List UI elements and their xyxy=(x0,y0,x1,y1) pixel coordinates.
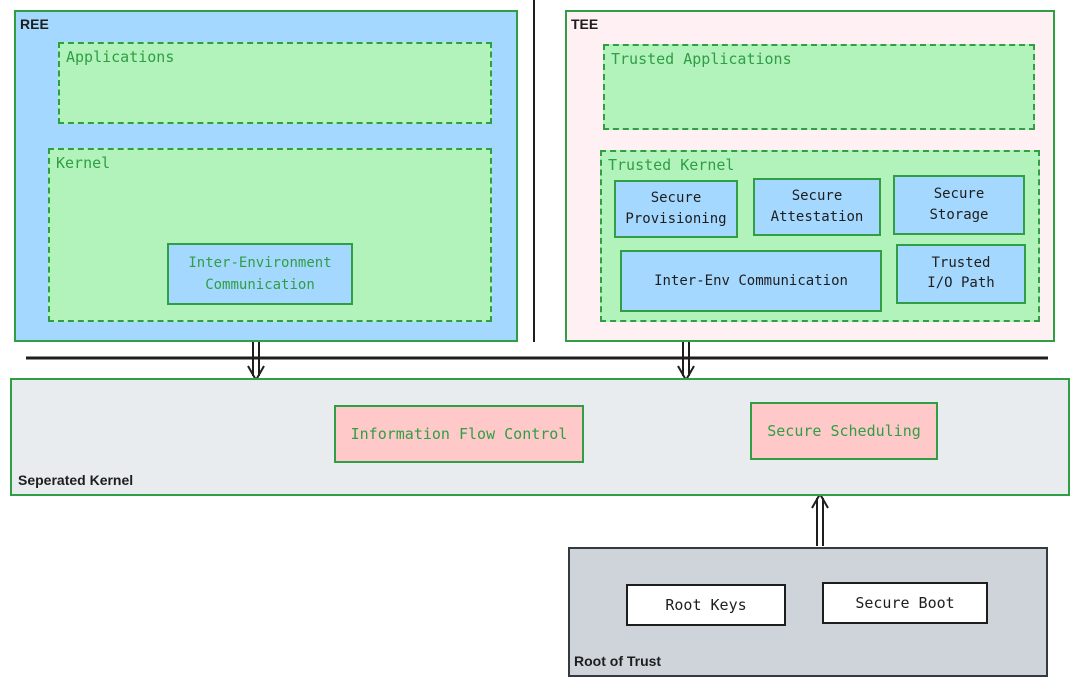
tee-title: TEE xyxy=(571,16,599,32)
secure-boot-box: Secure Boot xyxy=(822,582,988,624)
root-of-trust-title: Root of Trust xyxy=(574,653,662,669)
trusted-io-path-box: Trusted I/O Path xyxy=(896,244,1026,304)
tee-trusted-apps-box: Trusted Applications xyxy=(603,44,1035,130)
root-arrow xyxy=(811,491,829,546)
ree-applications-label: Applications xyxy=(66,48,175,66)
root-keys-box: Root Keys xyxy=(626,584,786,626)
secure-scheduling-box: Secure Scheduling xyxy=(750,402,938,460)
information-flow-control-box: Information Flow Control xyxy=(334,405,584,463)
ree-kernel-label: Kernel xyxy=(56,154,111,172)
tee-trusted-apps-label: Trusted Applications xyxy=(611,50,792,68)
secure-attestation-box: Secure Attestation xyxy=(753,178,881,236)
separated-kernel-title: Seperated Kernel xyxy=(18,472,134,488)
tee-trusted-kernel-label: Trusted Kernel xyxy=(608,156,735,174)
secure-provisioning-box: Secure Provisioning xyxy=(614,180,738,238)
ree-inter-env-box: Inter-Environment Communication xyxy=(167,243,353,305)
ree-applications-box: Applications xyxy=(58,42,492,124)
ree-title: REE xyxy=(20,16,49,32)
inter-env-communication-box: Inter-Env Communication xyxy=(620,250,882,312)
secure-storage-box: Secure Storage xyxy=(893,175,1025,235)
